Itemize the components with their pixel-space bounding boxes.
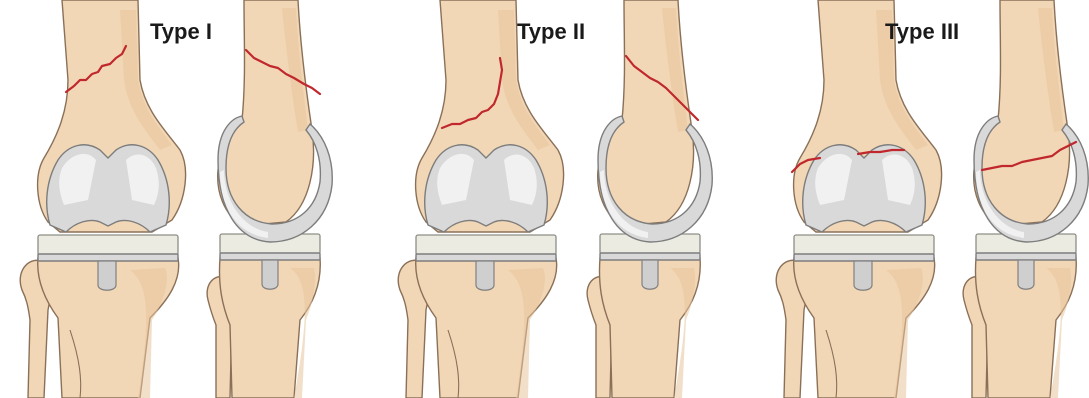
side-knee-type-1: [207, 0, 332, 398]
side-knee-type-2: [587, 0, 712, 398]
front-knee-type-1: [20, 0, 185, 398]
panel-label-type-1: Type I: [150, 19, 212, 44]
panel-type-1: Type I: [20, 0, 332, 398]
panel-type-3: Type III: [776, 0, 1088, 398]
front-knee-type-3: [776, 0, 941, 398]
panel-type-2: Type II: [398, 0, 712, 398]
panel-label-type-3: Type III: [885, 19, 959, 44]
panel-label-type-2: Type II: [517, 19, 585, 44]
front-knee-type-2: [398, 0, 563, 398]
side-knee-type-3: [963, 0, 1088, 398]
